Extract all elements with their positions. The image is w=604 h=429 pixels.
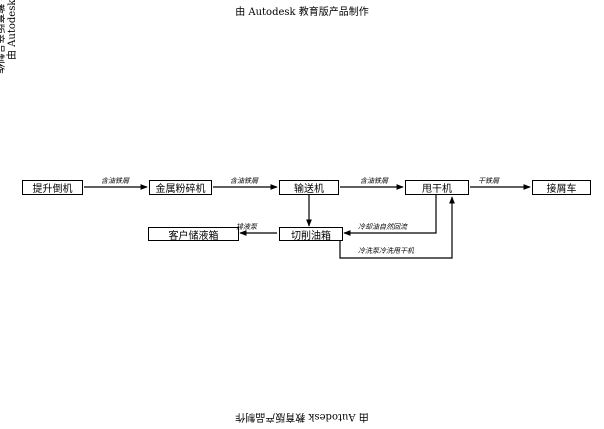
label-e1: 含油铁屑 — [101, 177, 129, 185]
label-e7: 冷洗泵冷洗甩干机 — [358, 247, 414, 255]
node-customer: 客户储液箱 — [148, 227, 239, 242]
label-e6: 排液泵 — [236, 223, 257, 231]
node-spinner: 甩干机 — [405, 180, 469, 195]
label-e5: 冷却油自然回流 — [358, 223, 407, 231]
label-e2: 含油铁屑 — [230, 177, 258, 185]
watermark-top: 由 Autodesk 教育版产品制作 — [235, 7, 369, 18]
node-crusher: 金属粉碎机 — [149, 180, 212, 195]
edge-spinner-tank — [343, 195, 437, 236]
node-lift: 提升倒机 — [22, 180, 83, 195]
node-bin: 接屑车 — [532, 180, 591, 195]
label-e4: 干铁屑 — [478, 177, 499, 185]
node-conveyor: 输送机 — [279, 180, 339, 195]
node-tank: 切削油箱 — [279, 227, 343, 242]
edge-tank-spinner-wash — [339, 196, 455, 259]
label-e3: 含油铁屑 — [360, 177, 388, 185]
